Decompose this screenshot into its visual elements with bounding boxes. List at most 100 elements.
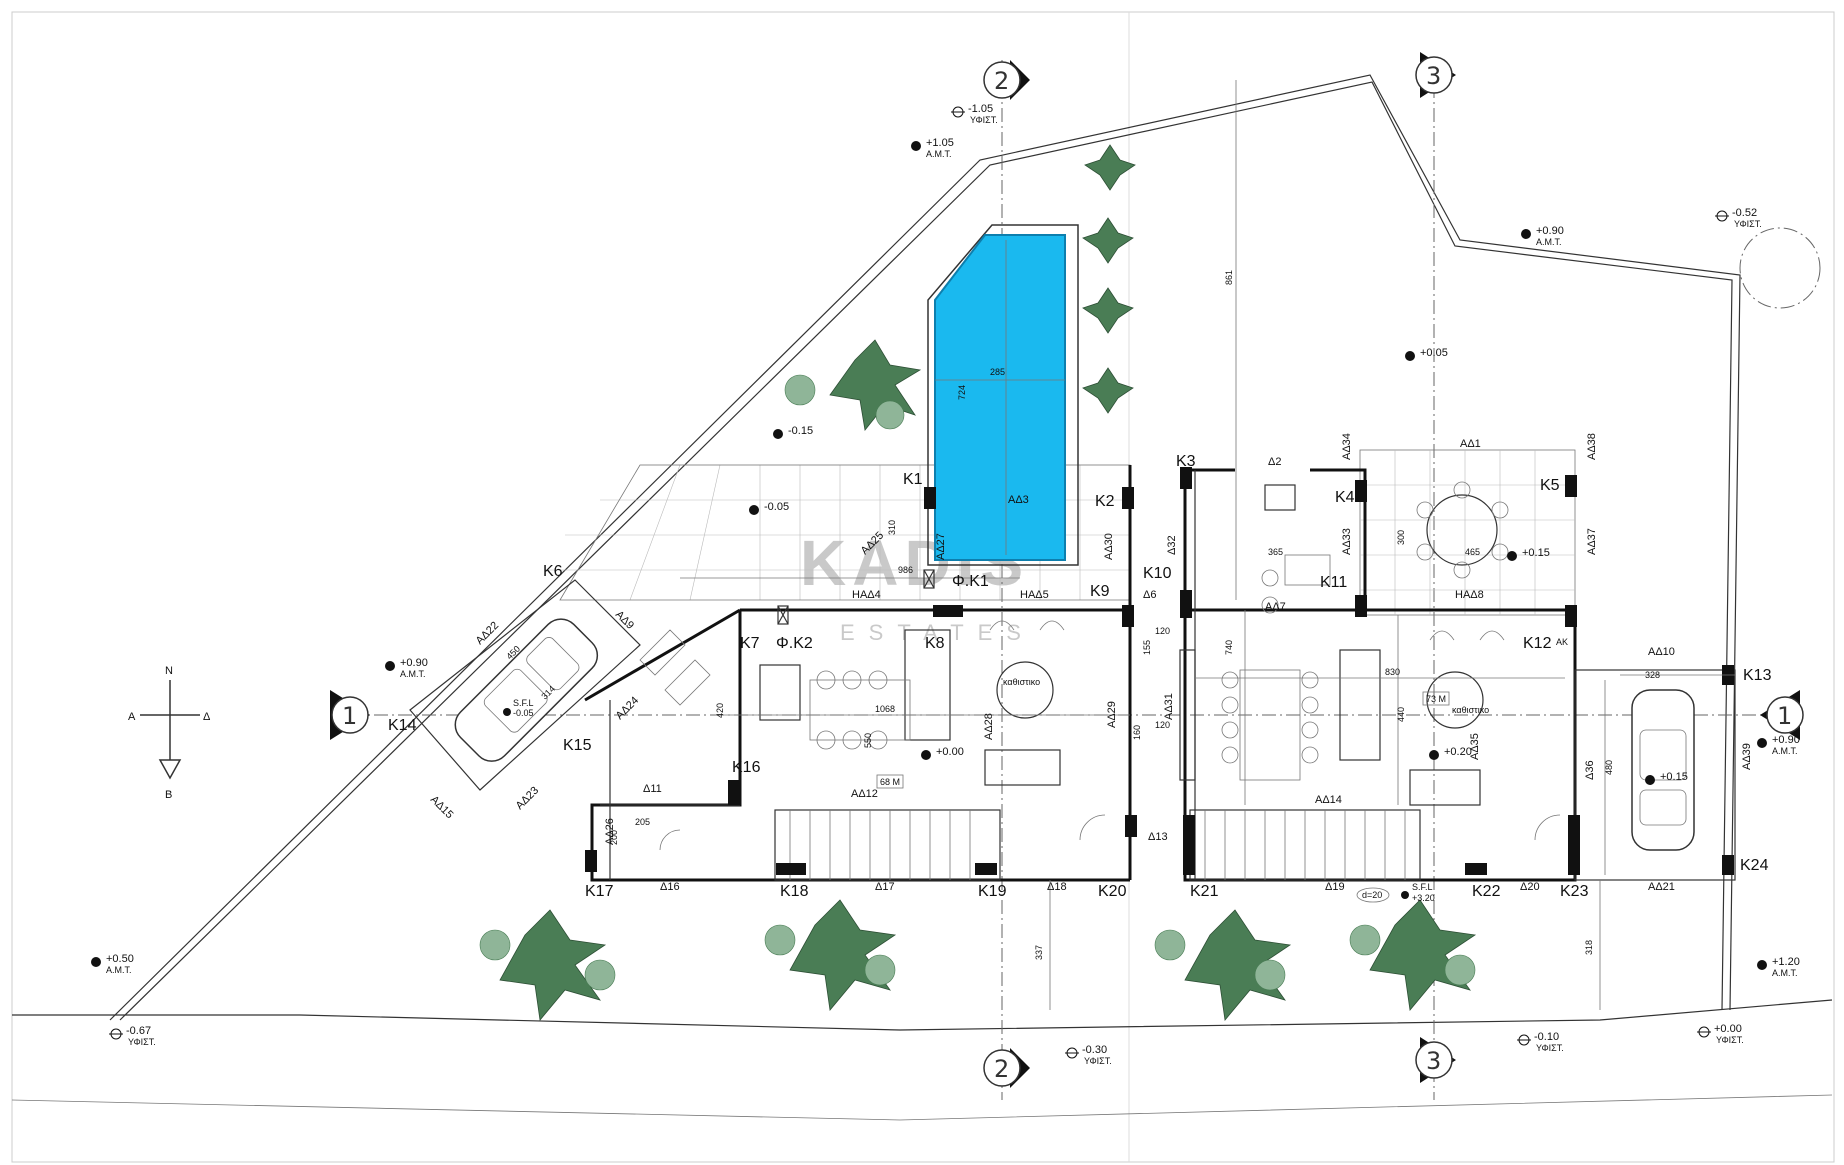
label-K20: K20 bbox=[1098, 883, 1127, 900]
label-K4: K4 bbox=[1335, 489, 1355, 506]
dim-155: 155 bbox=[1142, 640, 1152, 655]
svg-text:+1.05: +1.05 bbox=[926, 137, 954, 149]
sfl-title-right: S.F.L bbox=[1412, 882, 1433, 892]
dim-365: 365 bbox=[1268, 547, 1283, 557]
dim-480: 480 bbox=[1604, 760, 1614, 775]
svg-text:+0.15: +0.15 bbox=[1522, 547, 1550, 559]
area-tag-left: 68 M bbox=[880, 777, 900, 787]
axis-marker-1-left: 1 bbox=[330, 690, 370, 740]
svg-text:+0.00: +0.00 bbox=[1714, 1023, 1742, 1035]
beam-AD34: ΑΔ34 bbox=[1341, 433, 1353, 460]
beam-AD39: ΑΔ39 bbox=[1741, 743, 1753, 770]
axis-marker-2-top: 2 bbox=[983, 60, 1030, 100]
level-mark: -0.30 ΥΦΙΣΤ. bbox=[1065, 1044, 1112, 1066]
swimming-pool: 285 724 bbox=[927, 224, 1079, 566]
beam-AD10: ΑΔ10 bbox=[1648, 646, 1675, 658]
svg-text:ΥΦΙΣΤ.: ΥΦΙΣΤ. bbox=[970, 115, 998, 125]
svg-text:+0.00: +0.00 bbox=[936, 746, 964, 758]
beam-D36: Δ36 bbox=[1584, 760, 1596, 780]
label-K19: K19 bbox=[978, 883, 1007, 900]
level-mark: +0.00 bbox=[921, 746, 964, 760]
svg-text:ΥΦΙΣΤ.: ΥΦΙΣΤ. bbox=[1734, 219, 1762, 229]
svg-text:ΥΦΙΣΤ.: ΥΦΙΣΤ. bbox=[128, 1037, 156, 1047]
beam-AD35: ΑΔ35 bbox=[1469, 733, 1481, 760]
label-K23: K23 bbox=[1560, 883, 1589, 900]
label-K15: K15 bbox=[563, 737, 592, 754]
structural-columns bbox=[585, 467, 1734, 875]
beam-labels: ΑΔ1 Δ2 ΑΔ3 ΗΑΔ4 ΗΑΔ5 Δ6 ΑΔ7 ΗΑΔ8 ΑΔ9 ΑΔ1… bbox=[428, 433, 1753, 893]
svg-text:ΥΦΙΣΤ.: ΥΦΙΣΤ. bbox=[1084, 1056, 1112, 1066]
dim-986: 986 bbox=[898, 565, 913, 575]
beam-AD22: ΑΔ22 bbox=[474, 620, 502, 648]
beam-D6: Δ6 bbox=[1143, 589, 1156, 601]
svg-text:Α.Μ.Τ.: Α.Μ.Τ. bbox=[106, 965, 132, 975]
beam-AD24: ΑΔ24 bbox=[614, 695, 642, 723]
beam-AD23: ΑΔ23 bbox=[514, 785, 542, 813]
dim-1068: 1068 bbox=[875, 704, 895, 714]
compass-north: N bbox=[165, 665, 173, 677]
beam-AD26: ΑΔ26 bbox=[604, 818, 616, 845]
label-K11: K11 bbox=[1320, 574, 1347, 591]
watermark-sub: ESTATES bbox=[840, 620, 1035, 645]
beam-AD1: ΑΔ1 bbox=[1460, 438, 1481, 450]
dim-205: 205 bbox=[635, 817, 650, 827]
axis-label: 2 bbox=[994, 67, 1009, 95]
terrace-tiling-right bbox=[1359, 449, 1576, 616]
note-kathistiko-left: καθιστικο bbox=[1003, 677, 1040, 687]
label-K9: K9 bbox=[1090, 583, 1110, 600]
compass-east: Δ bbox=[203, 711, 211, 723]
label-K7: K7 bbox=[740, 635, 760, 652]
dim-328: 328 bbox=[1645, 670, 1660, 680]
landscape-trees bbox=[479, 144, 1821, 1021]
axis-marker-3-bottom: 3 bbox=[1415, 1037, 1456, 1083]
label-K2: K2 bbox=[1095, 493, 1115, 510]
beam-AD33: ΑΔ33 bbox=[1341, 528, 1353, 555]
svg-text:-0.05: -0.05 bbox=[764, 501, 789, 513]
label-K24: K24 bbox=[1740, 857, 1769, 874]
beam-AD15: ΑΔ15 bbox=[428, 794, 456, 822]
svg-text:+0.20: +0.20 bbox=[1444, 746, 1472, 758]
column-labels: K1 K2 K3 K4 K5 K6 K7 K8 K9 K10 K11 K12 K… bbox=[388, 453, 1772, 900]
beam-AD30: ΑΔ30 bbox=[1103, 533, 1115, 560]
svg-text:ΥΦΙΣΤ.: ΥΦΙΣΤ. bbox=[1536, 1043, 1564, 1053]
right-house bbox=[1179, 468, 1577, 882]
sfl-marks: S.F.L -0.05 S.F.L +3.20 bbox=[503, 698, 1435, 903]
svg-text:Α.Μ.Τ.: Α.Μ.Τ. bbox=[1772, 746, 1798, 756]
svg-text:+0.90: +0.90 bbox=[1772, 734, 1800, 746]
level-mark: -0.10 ΥΦΙΣΤ. bbox=[1517, 1031, 1564, 1053]
beam-AD37: ΑΔ37 bbox=[1586, 528, 1598, 555]
foundation-marks: Φ.Κ1 Φ.Κ2 bbox=[776, 569, 989, 652]
svg-text:-0.52: -0.52 bbox=[1732, 207, 1757, 219]
level-mark: -0.52 ΥΦΙΣΤ. bbox=[1715, 207, 1762, 229]
svg-text:Α.Μ.Τ.: Α.Μ.Τ. bbox=[1772, 968, 1798, 978]
carport-left bbox=[409, 579, 641, 791]
north-arrow: N B A Δ bbox=[128, 665, 211, 801]
pool-length-dim: 724 bbox=[957, 385, 967, 400]
axis-label: 3 bbox=[1426, 62, 1441, 90]
dimension-lines bbox=[680, 80, 1735, 1010]
beam-AD29: ΑΔ29 bbox=[1106, 701, 1118, 728]
label-K12: K12 bbox=[1523, 635, 1552, 652]
beam-D18: Δ18 bbox=[1047, 881, 1067, 893]
level-mark: +0.05 bbox=[1405, 347, 1448, 361]
dim-318: 318 bbox=[1584, 940, 1594, 955]
svg-text:-0.15: -0.15 bbox=[788, 425, 813, 437]
axis-marker-3-top: 3 bbox=[1415, 52, 1456, 98]
level-mark: +1.20 Α.Μ.Τ. bbox=[1757, 956, 1800, 978]
svg-text:+0.05: +0.05 bbox=[1420, 347, 1448, 359]
dim-420: 420 bbox=[715, 703, 725, 718]
dim-830: 830 bbox=[1385, 667, 1400, 677]
beam-HAD4: ΗΑΔ4 bbox=[852, 589, 881, 601]
beam-AD31: ΑΔ31 bbox=[1163, 693, 1175, 720]
annotations: 68 M 73 M καθιστικο καθιστικο d=20 ΑΚ bbox=[876, 637, 1568, 903]
beam-AD14: ΑΔ14 bbox=[1315, 794, 1342, 806]
svg-text:+0.50: +0.50 bbox=[106, 953, 134, 965]
beam-HAD5: ΗΑΔ5 bbox=[1020, 589, 1049, 601]
svg-text:-0.67: -0.67 bbox=[126, 1025, 151, 1037]
beam-AD7: ΑΔ7 bbox=[1265, 601, 1286, 613]
label-K8: K8 bbox=[925, 635, 945, 652]
dim-120: 120 bbox=[1155, 626, 1170, 636]
dim-861: 861 bbox=[1224, 270, 1234, 285]
beam-AD3: ΑΔ3 bbox=[1008, 494, 1029, 506]
svg-text:+1.20: +1.20 bbox=[1772, 956, 1800, 968]
